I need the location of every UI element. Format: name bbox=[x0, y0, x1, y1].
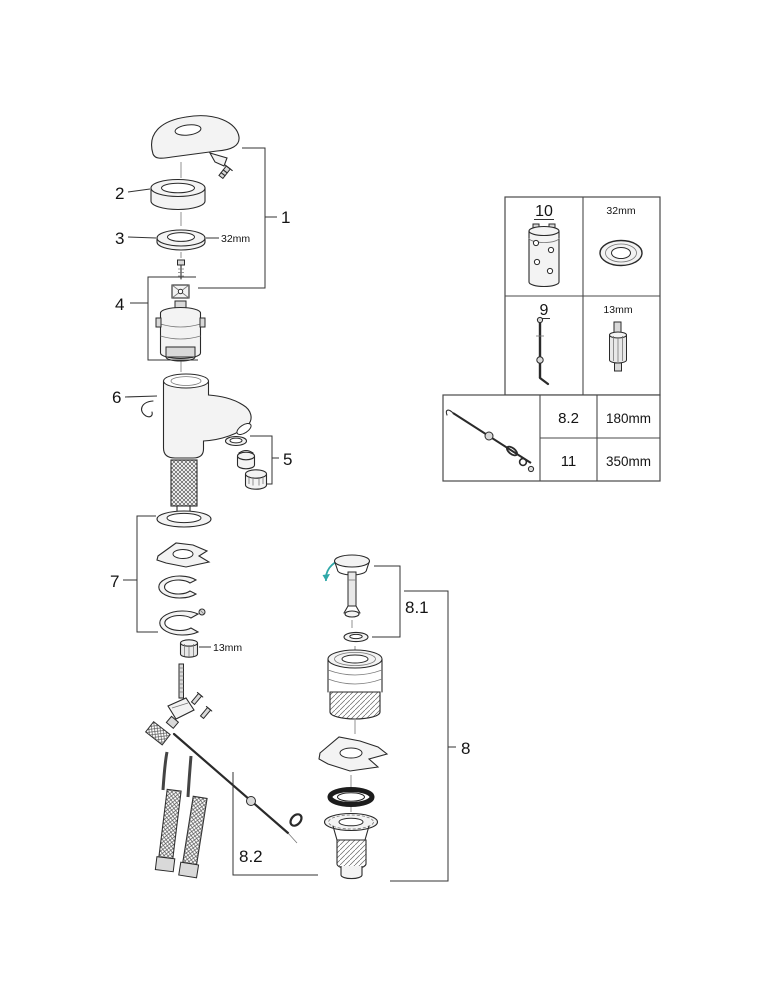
popup-plug bbox=[333, 554, 371, 618]
callout-5: 5 bbox=[283, 450, 292, 469]
parts-key-table: 10 32mm 9 13mm bbox=[504, 196, 661, 396]
length-row2-id: 11 bbox=[561, 453, 577, 470]
key-dim-32mm: 32mm bbox=[606, 205, 635, 217]
callout-6: 6 bbox=[112, 388, 121, 407]
key-dim-13mm: 13mm bbox=[603, 304, 632, 316]
rubber-gasket bbox=[327, 787, 375, 807]
supply-hoses bbox=[154, 751, 208, 879]
drain-tailpiece bbox=[323, 812, 379, 880]
length-key-table: 8.2 180mm 11 350mm bbox=[442, 394, 661, 482]
callout-3: 3 bbox=[115, 229, 124, 248]
callout-8-2: 8.2 bbox=[239, 847, 263, 866]
threaded-stud bbox=[178, 663, 184, 699]
drain-clamp bbox=[318, 736, 389, 772]
key-id-9: 9 bbox=[540, 302, 549, 319]
dim-label-32mm: 32mm bbox=[221, 233, 250, 245]
adapter-thumbnail bbox=[608, 321, 628, 372]
callout-8-1: 8.1 bbox=[405, 598, 429, 617]
callout-4: 4 bbox=[115, 295, 124, 314]
cartridge-thumbnail bbox=[528, 223, 560, 288]
callout-1: 1 bbox=[281, 208, 290, 227]
nut-13mm bbox=[179, 639, 199, 658]
aerator-parts bbox=[224, 435, 268, 490]
cap-sleeve bbox=[150, 178, 206, 211]
explosion-axis-lines bbox=[180, 162, 356, 812]
mounting-set bbox=[156, 510, 212, 636]
length-row1-id: 8.2 bbox=[558, 410, 579, 427]
callout-2: 2 bbox=[115, 184, 124, 203]
handle-screw bbox=[218, 164, 233, 180]
cartridge-screw bbox=[177, 259, 185, 280]
callout-8: 8 bbox=[461, 739, 470, 758]
pull-rod bbox=[172, 732, 303, 844]
key-id-10: 10 bbox=[535, 203, 553, 220]
faucet-body bbox=[140, 373, 252, 517]
mounting-hardware bbox=[144, 691, 213, 746]
ring-thumbnail bbox=[599, 239, 643, 267]
plug-seal-ring bbox=[343, 631, 369, 643]
callout-7: 7 bbox=[110, 572, 119, 591]
retaining-ring-32mm bbox=[156, 229, 206, 251]
cartridge-assembly bbox=[155, 284, 206, 362]
length-row2-value: 350mm bbox=[606, 454, 651, 469]
lever-handle bbox=[151, 115, 240, 167]
pullrod-thumbnail bbox=[445, 409, 535, 473]
drain-body bbox=[327, 649, 383, 720]
callout-lines bbox=[123, 147, 456, 882]
length-row1-value: 180mm bbox=[606, 411, 651, 426]
dim-label-13mm: 13mm bbox=[213, 642, 242, 654]
rod-thumbnail bbox=[536, 316, 550, 386]
